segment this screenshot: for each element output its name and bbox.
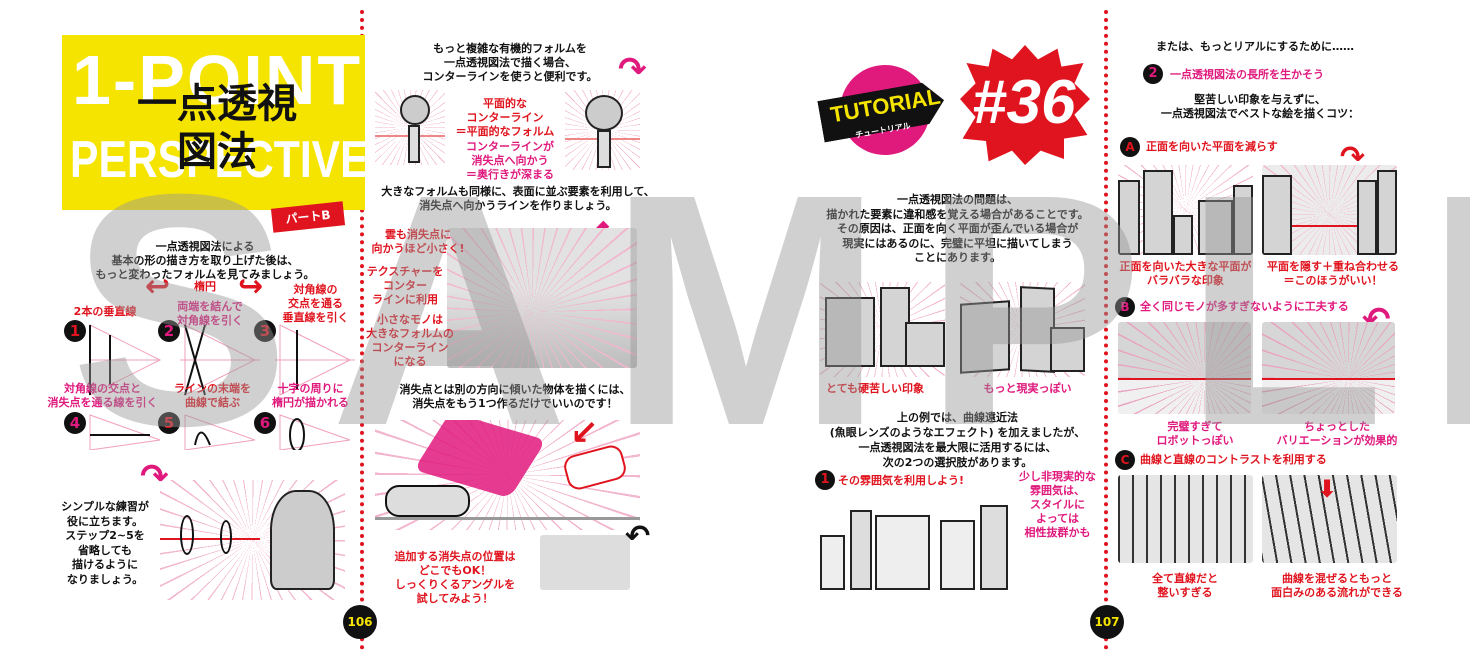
tip-c-left-illustration — [1118, 475, 1253, 563]
texture-label: テクスチャーを コンター ラインに利用 — [366, 265, 444, 306]
city-illustration — [815, 495, 1010, 590]
tip-b-letter: B — [1115, 297, 1135, 317]
arrow-icon: ↶ — [625, 519, 651, 554]
arrow-icon: ↩ — [145, 269, 171, 304]
title-en-1: 1-POINT — [72, 41, 363, 119]
caption-stiff: とても硬苦しい印象 — [825, 382, 925, 395]
tip-c-caption-left: 全て直線だと 整いすぎる — [1152, 572, 1218, 599]
arrow-icon: ↷ — [140, 457, 169, 497]
tutorial-number: #36 — [972, 68, 1076, 137]
step-6-number: 6 — [254, 412, 276, 434]
option-2-label: 一点透視図法の長所を生かそう — [1170, 68, 1324, 81]
tip-a-letter: A — [1120, 137, 1140, 157]
title-block: 1-POINT PERSPECTIVE 一点透視 図法 — [62, 35, 369, 210]
tip-a-right-illustration — [1262, 165, 1397, 255]
step-3-number: 3 — [254, 320, 276, 342]
organic-intro: もっと複雑な有機的フォルムを 一点透視図法で描く場合、 コンターラインを使うと便… — [422, 42, 598, 83]
tip-c-title: 曲線と直線のコントラストを利用する — [1140, 453, 1327, 466]
ellipse-practice-illustration — [160, 480, 345, 600]
tip-a-title: 正面を向いた平面を減らす — [1146, 140, 1278, 153]
landscape-illustration — [447, 228, 637, 368]
tip-b-right-illustration — [1262, 322, 1395, 414]
arrow-icon: ↪ — [238, 269, 264, 304]
tutorial-badge: TUTORIAL チュートリアル — [820, 55, 965, 165]
tree-depth-label: コンターラインが 消失点へ向かう ＝奥行きが深まる — [466, 140, 554, 181]
step-1-number: 1 — [64, 320, 86, 342]
realistic-buildings-illustration — [960, 282, 1085, 377]
tip-a-left-illustration — [1118, 165, 1253, 255]
title-en-2: PERSPECTIVE — [70, 131, 369, 189]
cloud-label: 雲も消失点に 向かうほど小さく! — [371, 228, 465, 255]
column-divider — [360, 10, 364, 650]
tip-c-caption-right: 曲線を混ぜるともっと 面白みのある流れができる — [1271, 572, 1403, 599]
tip-c-right-illustration: ⬇ — [1262, 475, 1397, 563]
arrow-icon: ↙ — [570, 413, 599, 453]
step-1-label: 2本の垂直線 — [73, 305, 137, 318]
arrow-icon: ⬇ — [1317, 475, 1338, 503]
small-cars-illustration — [540, 535, 630, 590]
stiff-buildings-illustration — [820, 282, 945, 377]
problem-text: 一点透視図法の問題は、 描かれた要素に違和感を覚える場合があることです。 その原… — [826, 193, 1089, 264]
option-1-label: その雰囲気を利用しよう! — [838, 474, 965, 487]
tree-flat-illustration — [375, 90, 445, 165]
page-number: 106 — [343, 605, 377, 639]
step-4-label: 対角線の交点と 消失点を通る線を引く — [47, 382, 158, 409]
tilted-object-text: 消失点とは別の方向に傾いた物体を描くには、 消失点をもう1つ作るだけでいいのです… — [399, 383, 631, 410]
step-4-number: 4 — [64, 412, 86, 434]
column-divider — [1104, 10, 1108, 650]
title-jp: 一点透視 図法 — [137, 81, 297, 175]
cars-illustration — [375, 420, 640, 530]
tip-c-letter: C — [1115, 450, 1135, 470]
tip-b-caption-left: 完璧すぎて ロボットっぽい — [1156, 420, 1234, 447]
realistic-intro: または、もっとリアルにするために…… — [1156, 40, 1354, 53]
tip-b-caption-right: ちょっとした バリエーションが効果的 — [1276, 420, 1398, 447]
large-form-text: 大きなフォルムも同様に、表面に並ぶ要素を利用して、 消失点へ向かうラインを作りま… — [381, 185, 655, 212]
tree-flat-label: 平面的な コンターライン ＝平面的なフォルム — [455, 97, 555, 138]
tree-depth-illustration — [565, 90, 640, 170]
tip-a-caption-left: 正面を向いた大きな平面が バラバラな印象 — [1119, 260, 1252, 287]
intro-text: 一点透視図法による 基本の形の描き方を取り上げた後は、 もっと変わったフォルムを… — [95, 240, 315, 281]
tip-a-caption-right: 平面を隠す＋重ね合わせる ＝このほうがいい！ — [1267, 260, 1399, 287]
step-2-label: 両端を結んで 対角線を引く — [177, 300, 243, 327]
tips-intro: 堅苦しい印象を与えずに、 一点透視図法でベストな絵を描くコツ： — [1160, 93, 1360, 120]
step-3-label: 対角線の 交点を通る 垂直線を引く — [282, 283, 349, 324]
sample-watermark: SAMPLE — [70, 125, 1470, 494]
option-1-number: 1 — [815, 470, 835, 490]
step-5-number: 5 — [158, 412, 180, 434]
tip-b-left-illustration — [1118, 322, 1251, 414]
caption-realistic: もっと現実っぽい — [983, 382, 1072, 395]
fisheye-text: 上の例では、曲線遠近法 (魚眼レンズのようなエフェクト) を加えましたが、 一点… — [829, 411, 1086, 469]
tip-b-title: 全く同じモノが多すぎないように工夫する — [1140, 300, 1349, 313]
step-6-label: 十字の周りに 楕円が描かれる — [272, 382, 349, 409]
option-2-number: 2 — [1143, 64, 1163, 84]
arrow-icon: ↷ — [618, 50, 647, 90]
steps-diagram — [89, 324, 355, 450]
page-number: 107 — [1090, 605, 1124, 639]
practice-text: シンプルな練習が 役に立ちます。 ステップ2~5を 省略しても 描けるように な… — [61, 500, 149, 586]
step-2-number: 2 — [158, 320, 180, 342]
option-1-note: 少し非現実的な 雰囲気は、 スタイルに よっては 相性抜群かも — [1019, 470, 1096, 539]
step-5-label: ラインの末端を 曲線で結ぶ — [174, 382, 251, 409]
extra-vanishing-point-label: 追加する消失点の位置は どこでもOK！ しっくりくるアングルを 試してみよう！ — [394, 550, 516, 605]
small-object-label: 小さなモノは 大きなフォルムの コンターライン になる — [366, 313, 454, 368]
ellipse-label: 楕円 — [194, 280, 216, 293]
